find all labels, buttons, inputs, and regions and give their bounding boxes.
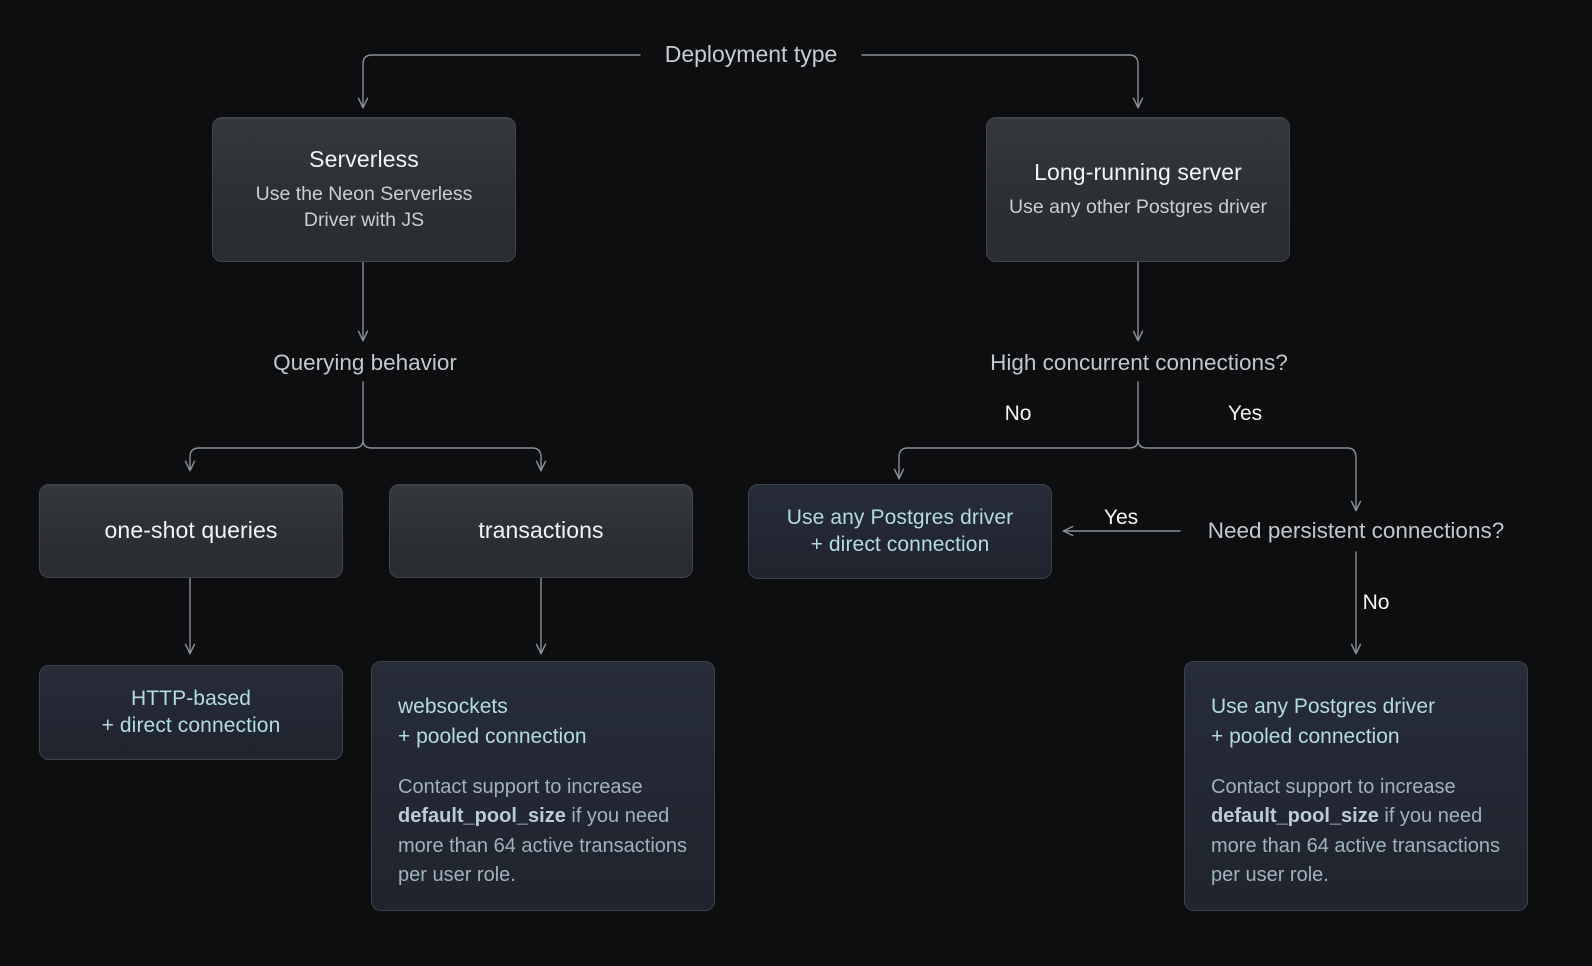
edge-label-persistent-no: No [1362,591,1390,614]
node-one-shot-queries[interactable]: one-shot queries [39,484,343,578]
note-code: default_pool_size [1211,805,1379,828]
node-transactions-title: transactions [478,517,604,544]
edge-label-concurrent-yes: Yes [1227,402,1263,425]
node-serverless[interactable]: Serverless Use the Neon Serverless Drive… [212,117,516,262]
node-transactions[interactable]: transactions [389,484,693,578]
node-serverless-subtitle: Use the Neon Serverless Driver with JS [255,182,473,231]
note-code: default_pool_size [398,805,566,828]
node-one-shot-queries-title: one-shot queries [104,517,278,544]
node-long-running-server[interactable]: Long-running server Use any other Postgr… [986,117,1290,262]
note-suffix: if you need more than 64 active transact… [1211,805,1501,887]
node-postgres-pooled-headline: Use any Postgres driver + pooled connect… [1211,695,1436,748]
node-http-direct-connection[interactable]: HTTP-based + direct connection [39,665,343,760]
node-long-running-subtitle: Use any other Postgres driver [1009,195,1267,218]
note-prefix: Contact support to increase [1211,775,1456,798]
node-websockets-pooled-connection[interactable]: websockets + pooled connection Contact s… [371,661,715,911]
note-prefix: Contact support to increase [398,775,643,798]
root-decision-label: Deployment type [650,43,852,66]
decision-need-persistent-connections: Need persistent connections? [1207,518,1505,543]
node-long-running-title: Long-running server [1034,159,1242,186]
node-websockets-pooled-headline: websockets + pooled connection [398,695,587,748]
edge-label-persistent-yes: Yes [1103,506,1139,529]
decision-querying-behavior: Querying behavior [273,350,457,375]
node-postgres-pooled-connection[interactable]: Use any Postgres driver + pooled connect… [1184,661,1528,911]
node-serverless-title: Serverless [309,146,419,173]
node-postgres-pooled-note: Contact support to increase default_pool… [1211,773,1501,891]
decision-high-concurrent-connections: High concurrent connections? [990,350,1288,375]
node-websockets-pooled-note: Contact support to increase default_pool… [398,773,688,891]
node-postgres-direct-connection[interactable]: Use any Postgres driver + direct connect… [748,484,1052,579]
node-postgres-direct-connection-text: Use any Postgres driver + direct connect… [786,505,1014,556]
note-suffix: if you need more than 64 active transact… [398,805,688,887]
node-http-direct-connection-text: HTTP-based + direct connection [101,686,281,737]
edge-label-concurrent-no: No [1004,402,1032,425]
